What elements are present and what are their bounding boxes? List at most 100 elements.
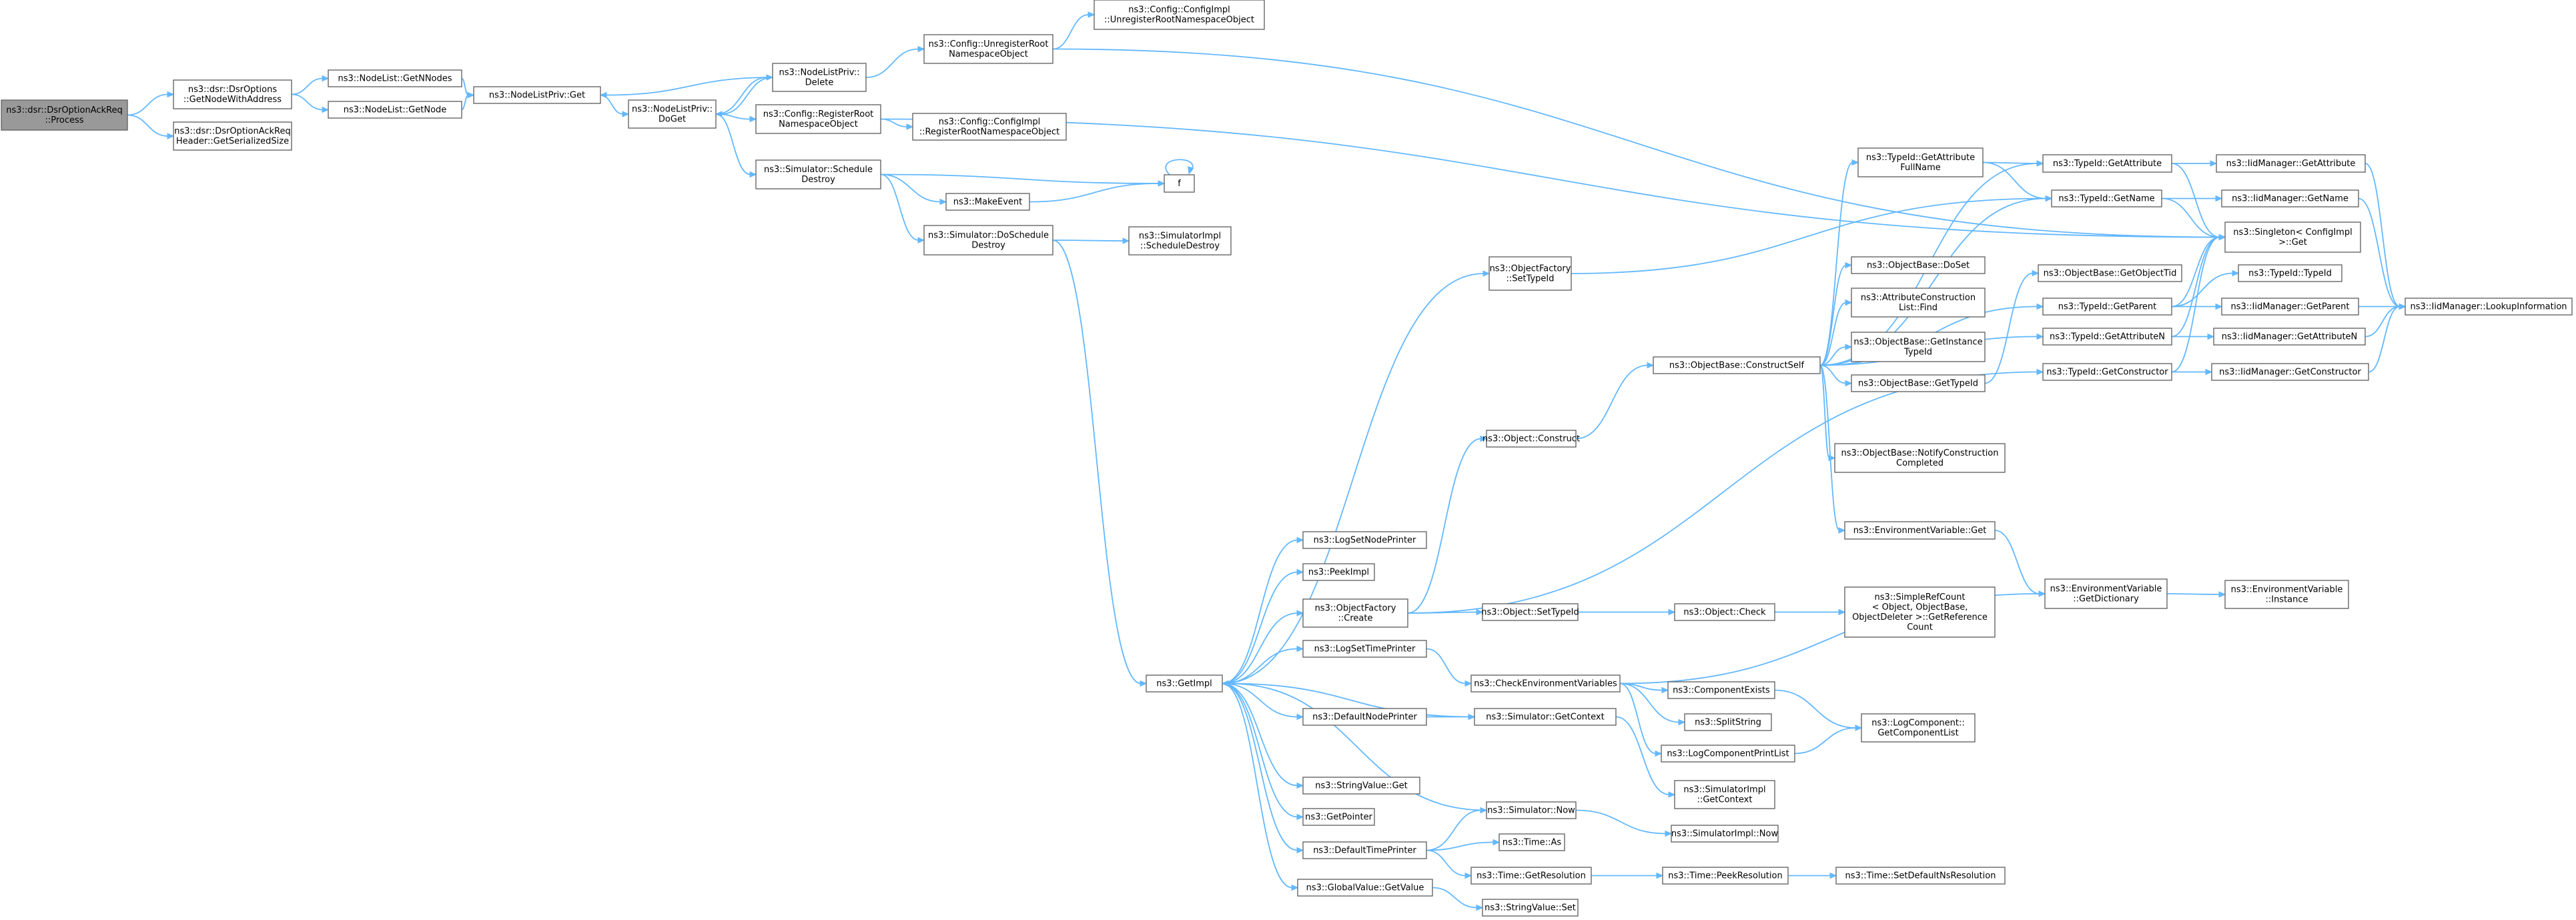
edge-line xyxy=(1227,682,1487,811)
node-si-now[interactable]: ns3::SimulatorImpl::Now xyxy=(1671,825,1779,843)
node-reg[interactable]: ns3::Config::RegisterRootNamespaceObject xyxy=(755,104,881,134)
node-makeevent[interactable]: ns3::MakeEvent xyxy=(945,193,1030,211)
node-ob-getobjtid[interactable]: ns3::ObjectBase::GetObjectTid xyxy=(2038,264,2182,282)
edge-arrowhead xyxy=(917,237,925,244)
node-sched-destroy[interactable]: ns3::Simulator::ScheduleDestroy xyxy=(755,159,881,189)
node-env-inst[interactable]: ns3::EnvironmentVariable::Instance xyxy=(2224,580,2349,609)
node-box xyxy=(1851,256,1986,274)
node-sim-now[interactable]: ns3::Simulator::Now xyxy=(1486,801,1577,819)
node-getserialsize[interactable]: ns3::dsr::DsrOptionAckReqHeader::GetSeri… xyxy=(173,121,292,151)
node-label: ::RegisterRootNamespaceObject xyxy=(919,127,1060,137)
edge-line xyxy=(1052,14,1090,50)
node-obj-construct[interactable]: ns3::Object::Construct xyxy=(1482,430,1580,448)
node-label: ns3::ObjectFactory xyxy=(1315,604,1396,614)
node-label: ns3::Object::SetTypeId xyxy=(1481,608,1579,618)
node-si-getcontext[interactable]: ns3::SimulatorImpl::GetContext xyxy=(1674,780,1775,809)
node-tid-getattrn[interactable]: ns3::TypeId::GetAttributeN xyxy=(2042,328,2172,346)
edge-arrowhead xyxy=(2036,160,2044,167)
node-time-peekres[interactable]: ns3::Time::PeekResolution xyxy=(1662,867,1789,885)
node-box xyxy=(2044,578,2168,609)
node-logsetnodeprinter[interactable]: ns3::LogSetNodePrinter xyxy=(1302,531,1427,549)
node-si-sched-destroy[interactable]: ns3::SimulatorImpl::ScheduleDestroy xyxy=(1128,226,1232,256)
node-getnodewithaddr[interactable]: ns3::dsr::DsrOptions::GetNodeWithAddress xyxy=(173,79,292,109)
node-nlp-delete[interactable]: ns3::NodeListPriv::Delete xyxy=(772,63,867,92)
node-getimpl[interactable]: ns3::GetImpl xyxy=(1146,674,1223,693)
node-iid-getname[interactable]: ns3::IidManager::GetName xyxy=(2221,189,2359,207)
edge-line xyxy=(1222,682,1298,718)
node-peekimpl[interactable]: ns3::PeekImpl xyxy=(1302,563,1375,581)
node-ob-doset[interactable]: ns3::ObjectBase::DoSet xyxy=(1851,256,1986,274)
node-checkenv[interactable]: ns3::CheckEnvironmentVariables xyxy=(1470,674,1621,693)
call-edge xyxy=(1432,887,1484,911)
node-process[interactable]: ns3::dsr::DsrOptionAckReq::Process xyxy=(1,99,128,131)
node-env-get[interactable]: ns3::EnvironmentVariable::Get xyxy=(1844,521,1996,540)
node-iid-getctor[interactable]: ns3::IidManager::GetConstructor xyxy=(2211,363,2369,381)
node-getnode[interactable]: ns3::NodeList::GetNode xyxy=(328,101,462,119)
node-ob-notify[interactable]: ns3::ObjectBase::NotifyConstructionCompl… xyxy=(1834,443,2006,473)
node-singleton[interactable]: ns3::Singleton< ConfigImpl >::Get xyxy=(2224,221,2361,253)
node-time-setdefns[interactable]: ns3::Time::SetDefaultNsResolution xyxy=(1835,867,2006,885)
node-label: f xyxy=(1178,179,1181,189)
node-tid-getattr[interactable]: ns3::TypeId::GetAttribute xyxy=(2042,154,2172,173)
node-obj-settypeid[interactable]: ns3::Object::SetTypeId xyxy=(1481,603,1579,621)
node-of-create[interactable]: ns3::ObjectFactory::Create xyxy=(1302,598,1408,628)
node-iid-lookup[interactable]: ns3::IidManager::LookupInformation xyxy=(2405,298,2573,316)
node-defnodeprinter[interactable]: ns3::DefaultNodePrinter xyxy=(1302,708,1427,726)
node-strval-set[interactable]: ns3::StringValue::Set xyxy=(1482,899,1579,917)
node-sim-getcontext[interactable]: ns3::Simulator::GetContext xyxy=(1474,708,1617,726)
node-box xyxy=(1302,841,1427,859)
node-box xyxy=(1851,288,1986,318)
node-tid-typeid[interactable]: ns3::TypeId::TypeId xyxy=(2238,264,2342,282)
edge-line xyxy=(865,48,919,78)
node-env-dict[interactable]: ns3::EnvironmentVariable::GetDictionary xyxy=(2044,578,2168,609)
edge-line xyxy=(1619,682,1657,755)
node-time-as[interactable]: ns3::Time::As xyxy=(1498,833,1565,851)
node-compexists[interactable]: ns3::ComponentExists xyxy=(1667,681,1775,699)
edge-arrowhead xyxy=(1221,680,1229,687)
node-nlp-get[interactable]: ns3::NodeListPriv::Get xyxy=(473,86,601,104)
call-edge xyxy=(1819,299,1853,366)
node-f[interactable]: f xyxy=(1164,174,1195,193)
node-ob-gettypeid[interactable]: ns3::ObjectBase::GetTypeId xyxy=(1851,374,1986,392)
node-iid-getparent[interactable]: ns3::IidManager::GetParent xyxy=(2221,298,2359,316)
node-srefcount[interactable]: ns3::SimpleRefCount< Object, ObjectBase,… xyxy=(1844,586,1996,638)
node-time-getres[interactable]: ns3::Time::GetResolution xyxy=(1470,867,1592,885)
edge-line xyxy=(1426,849,1466,877)
node-tid-getname[interactable]: ns3::TypeId::GetName xyxy=(2051,189,2162,207)
node-logsettimeprinter[interactable]: ns3::LogSetTimePrinter xyxy=(1302,640,1427,658)
node-getpointer[interactable]: ns3::GetPointer xyxy=(1302,808,1375,826)
node-splitstring[interactable]: ns3::SplitString xyxy=(1684,713,1772,731)
node-iid-getattrn[interactable]: ns3::IidManager::GetAttributeN xyxy=(2213,328,2366,346)
node-ci-reg[interactable]: ns3::Config::ConfigImpl::RegisterRootNam… xyxy=(912,113,1067,141)
node-box xyxy=(2211,363,2369,381)
node-tid-getparent[interactable]: ns3::TypeId::GetParent xyxy=(2042,298,2172,316)
node-tid-getctor[interactable]: ns3::TypeId::GetConstructor xyxy=(2042,363,2172,381)
node-label: ns3::dsr::DsrOptionAckReq xyxy=(174,127,291,137)
node-ci-unreg[interactable]: ns3::Config::ConfigImpl::UnregisterRootN… xyxy=(1094,0,1265,30)
call-edge xyxy=(1052,48,2226,241)
node-unreg[interactable]: ns3::Config::UnregisterRootNamespaceObje… xyxy=(923,34,1053,64)
node-getnnodes[interactable]: ns3::NodeList::GetNNodes xyxy=(328,69,462,87)
node-construct-self[interactable]: ns3::ObjectBase::ConstructSelf xyxy=(1653,356,1821,374)
node-obj-check[interactable]: ns3::Object::Check xyxy=(1674,603,1775,621)
call-edge xyxy=(291,75,330,95)
call-edge xyxy=(1165,159,1194,175)
node-box xyxy=(1671,825,1779,843)
node-of-settypeid[interactable]: ns3::ObjectFactory::SetTypeId xyxy=(1488,256,1572,291)
node-gv-getvalue[interactable]: ns3::GlobalValue::GetValue xyxy=(1297,879,1433,897)
node-label: ns3::SimpleRefCount xyxy=(1874,592,1965,602)
node-box xyxy=(1488,256,1572,291)
node-label: ns3::ObjectBase::DoSet xyxy=(1867,261,1970,271)
node-logcompprintlist[interactable]: ns3::LogComponentPrintList xyxy=(1661,745,1795,763)
node-deftimeprinter[interactable]: ns3::DefaultTimePrinter xyxy=(1302,841,1427,859)
node-nlp-doget[interactable]: ns3::NodeListPriv::DoGet xyxy=(628,99,717,129)
node-strval-get[interactable]: ns3::StringValue::Get xyxy=(1302,777,1420,795)
edge-line xyxy=(600,94,624,115)
node-iid-getattr[interactable]: ns3::IidManager::GetAttribute xyxy=(2216,154,2366,173)
node-logcomp-getlist[interactable]: ns3::LogComponent::GetComponentList xyxy=(1861,713,1976,743)
node-label: ns3::ComponentExists xyxy=(1673,686,1770,696)
